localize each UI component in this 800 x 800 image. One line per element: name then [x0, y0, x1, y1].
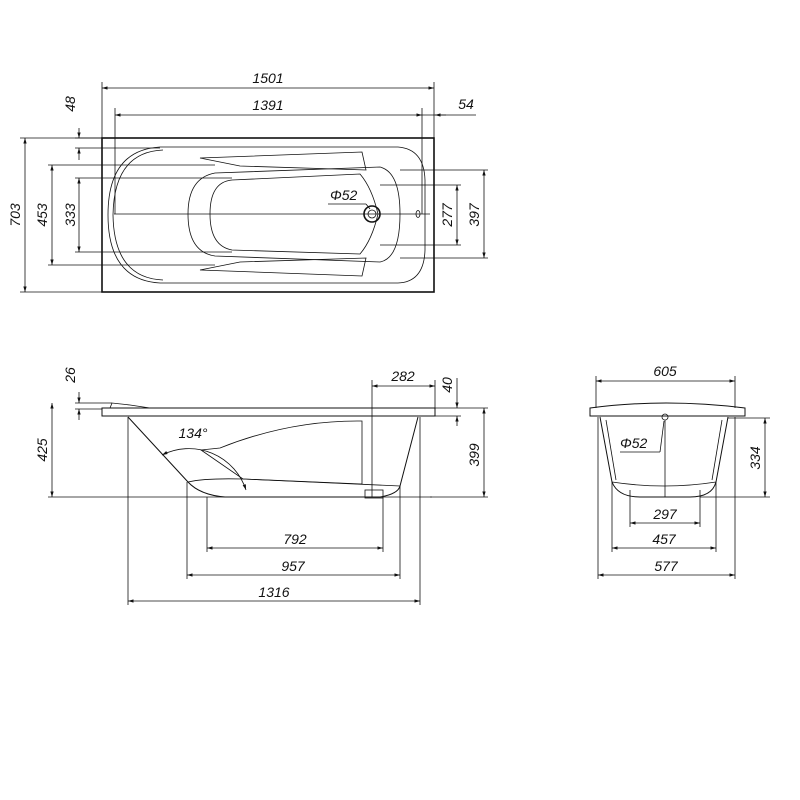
- end-view: Φ52 605 334 297 457 577: [589, 363, 770, 579]
- dim-333: 333: [62, 203, 78, 227]
- side-view: 134° 26 425 282 40 399 792 957 13: [34, 367, 488, 605]
- top-view: 1501 1391 54 48 703 453 333 277 397: [7, 70, 488, 293]
- dim-605: 605: [653, 363, 677, 379]
- tub-inner-outline: [107, 146, 426, 284]
- dim-397: 397: [466, 202, 482, 227]
- dim-26: 26: [62, 367, 78, 384]
- end-body: [599, 416, 729, 498]
- dim-282: 282: [390, 368, 415, 384]
- dim-drain-top: Φ52: [330, 187, 358, 203]
- basin-outline: [187, 166, 401, 263]
- dim-drain-end: Φ52: [620, 435, 648, 451]
- side-rim: [101, 407, 436, 417]
- dim-957: 957: [281, 558, 306, 574]
- dim-577: 577: [654, 558, 679, 574]
- angle-arc: [161, 448, 247, 491]
- dim-1316: 1316: [258, 584, 289, 600]
- dim-297: 297: [652, 506, 678, 522]
- dim-48: 48: [62, 96, 78, 112]
- dim-457: 457: [652, 531, 677, 547]
- dim-703: 703: [7, 203, 23, 227]
- dim-453: 453: [34, 203, 50, 227]
- dim-792: 792: [283, 531, 307, 547]
- top-rim-outline: [101, 137, 435, 293]
- headrest: [109, 402, 151, 409]
- end-rim: [589, 402, 746, 417]
- basin-bottom: [209, 173, 379, 255]
- dim-54: 54: [458, 96, 474, 112]
- dim-1501: 1501: [252, 70, 283, 86]
- dim-277: 277: [439, 202, 455, 228]
- armrest-top: [199, 151, 367, 171]
- dim-1391: 1391: [252, 97, 283, 113]
- armrest-bottom: [199, 257, 367, 277]
- dim-134-angle: 134°: [179, 425, 208, 441]
- backrest-contour: [199, 420, 363, 485]
- dim-40: 40: [439, 377, 455, 393]
- dim-399: 399: [466, 443, 482, 467]
- dim-425: 425: [34, 438, 50, 462]
- dim-334: 334: [747, 446, 763, 470]
- drain-outlet: [364, 489, 384, 499]
